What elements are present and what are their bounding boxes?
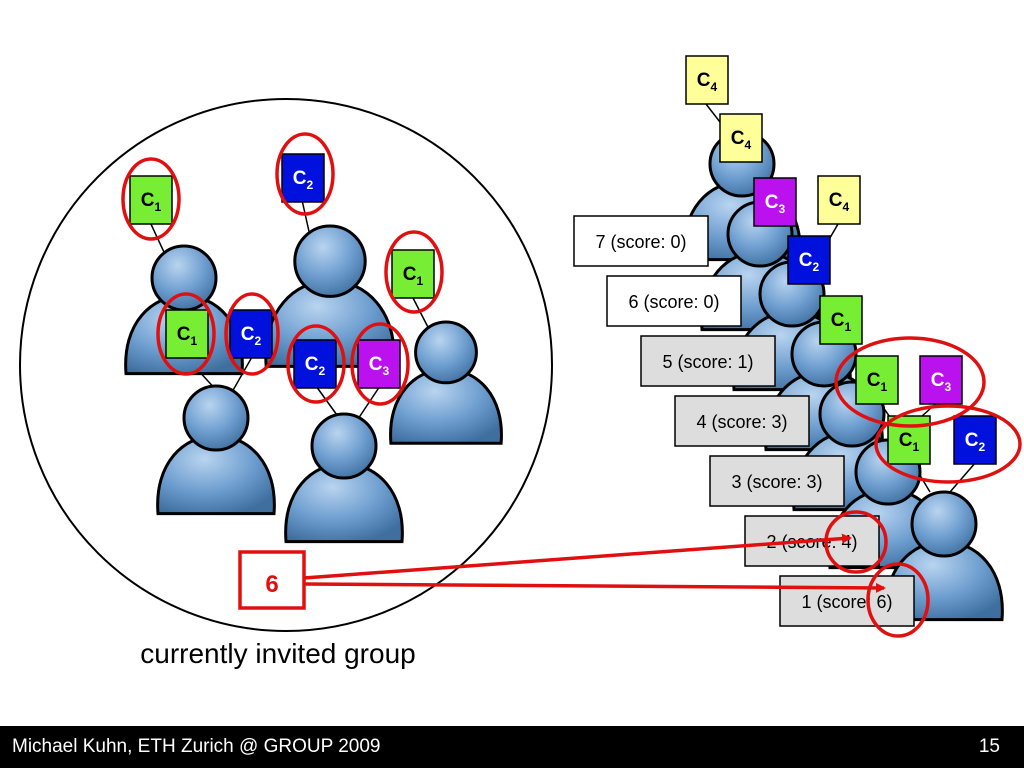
ranking-entry: 2 (score: 4) — [744, 515, 880, 567]
ranking-entry: 4 (score: 3) — [674, 395, 810, 447]
person-icon — [156, 384, 276, 516]
category-tag: C3 — [357, 339, 401, 389]
highlight-ring — [350, 322, 410, 406]
highlight-ring — [824, 510, 888, 574]
svg-text:C1: C1 — [177, 324, 198, 348]
svg-text:C1: C1 — [831, 310, 852, 334]
score-counter-box — [238, 550, 306, 610]
footer-author: Michael Kuhn, ETH Zurich @ GROUP 2009 — [12, 736, 381, 757]
arrow-icon — [303, 582, 886, 593]
highlight-ring — [384, 230, 444, 314]
svg-text:C3: C3 — [931, 370, 952, 394]
category-tag: C2 — [293, 339, 337, 389]
svg-text:C4: C4 — [697, 70, 718, 94]
highlight-ring — [121, 157, 181, 241]
svg-text:C2: C2 — [241, 324, 262, 348]
svg-text:C2: C2 — [305, 354, 326, 378]
person-icon — [884, 490, 1004, 622]
category-tag: C2 — [229, 309, 273, 359]
svg-text:C1: C1 — [403, 264, 424, 288]
svg-text:C4: C4 — [731, 128, 752, 152]
svg-text:C3: C3 — [765, 192, 786, 216]
svg-text:C1: C1 — [899, 430, 920, 454]
category-tag: C1 — [819, 295, 863, 345]
svg-text:C3: C3 — [369, 354, 390, 378]
category-tag: C2 — [281, 153, 325, 203]
category-tag: C3 — [753, 177, 797, 227]
ranking-entry: 7 (score: 0) — [573, 215, 709, 267]
person-icon — [284, 412, 404, 544]
ranking-entry: 5 (score: 1) — [640, 335, 776, 387]
category-tag: C3 — [919, 355, 963, 405]
ranking-entry: 1 (score: 6) — [779, 575, 915, 627]
svg-text:C1: C1 — [867, 370, 888, 394]
highlight-ring — [156, 292, 216, 376]
svg-text:C4: C4 — [829, 190, 850, 214]
category-tag: C4 — [719, 113, 763, 163]
svg-text:C2: C2 — [965, 430, 986, 454]
category-tag: C1 — [129, 175, 173, 225]
slide-number: 15 — [978, 736, 1000, 757]
ranking-label: 3 (score: 3) — [731, 472, 822, 492]
arrow-icon — [303, 533, 852, 580]
svg-text:C2: C2 — [799, 250, 820, 274]
ranking-entry: 3 (score: 3) — [709, 455, 845, 507]
invited-group-circle — [19, 98, 553, 632]
ranking-label: 5 (score: 1) — [662, 352, 753, 372]
svg-text:C2: C2 — [293, 168, 314, 192]
highlight-ring — [866, 562, 930, 638]
svg-text:C1: C1 — [141, 190, 162, 214]
highlight-ring — [874, 404, 1022, 484]
highlight-ring — [834, 336, 986, 428]
ranking-label: 1 (score: 6) — [801, 592, 892, 612]
category-tag: C1 — [887, 415, 931, 465]
category-tag: C1 — [855, 355, 899, 405]
category-tag: C1 — [391, 249, 435, 299]
ranking-entry: 6 (score: 0) — [606, 275, 742, 327]
category-tag: C1 — [165, 309, 209, 359]
ranking-label: 4 (score: 3) — [696, 412, 787, 432]
category-tag: C4 — [817, 175, 861, 225]
ranking-label: 6 (score: 0) — [628, 292, 719, 312]
highlight-ring — [275, 132, 335, 216]
ranking-label: 7 (score: 0) — [595, 232, 686, 252]
category-tag: C4 — [685, 55, 729, 105]
score-counter: 6 — [265, 571, 278, 598]
category-tag: C2 — [787, 235, 831, 285]
highlight-ring — [224, 292, 280, 376]
group-caption: currently invited group — [140, 638, 416, 669]
category-tag: C2 — [953, 415, 997, 465]
footer-bar: Michael Kuhn, ETH Zurich @ GROUP 2009 15 — [0, 726, 1024, 768]
highlight-ring — [286, 324, 346, 404]
person-icon — [389, 320, 503, 445]
